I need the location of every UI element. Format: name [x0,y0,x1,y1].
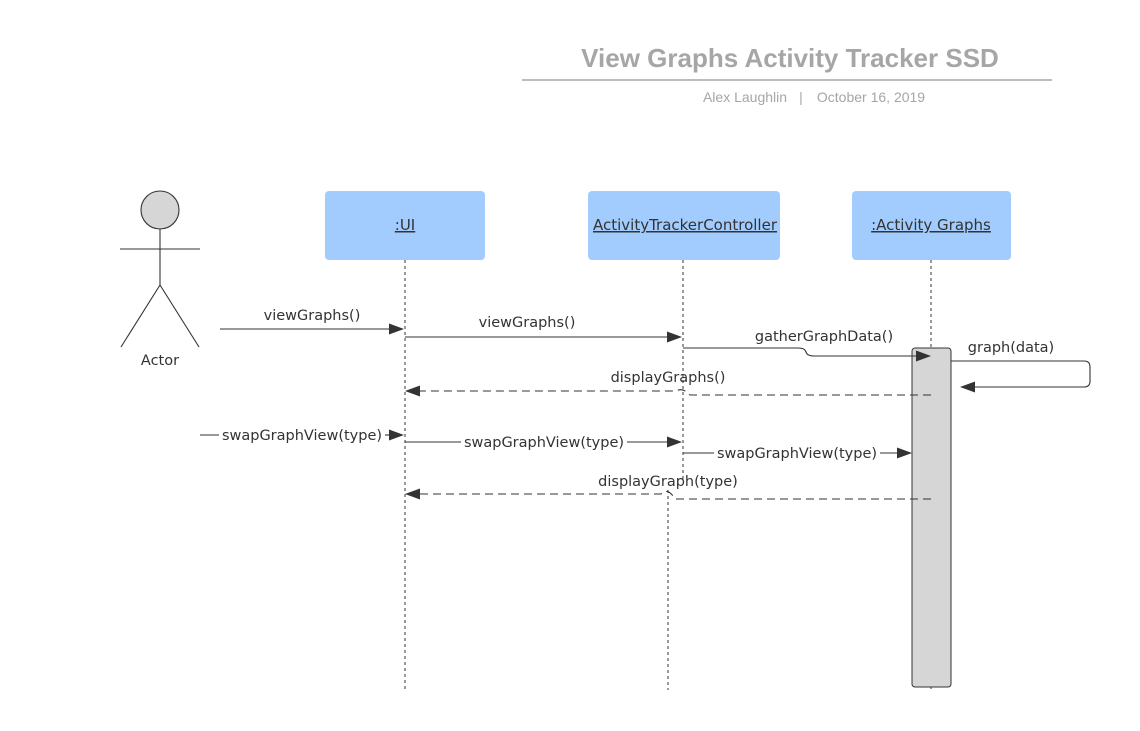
message-label: displayGraphs() [611,370,726,386]
arrowhead [667,331,682,343]
actor-label: Actor [141,353,179,369]
date-text: October 16, 2019 [817,89,925,105]
message-swapgraphview-actor-ui[interactable]: swapGraphView(type) [200,428,404,444]
participant-controller-box[interactable] [588,191,780,260]
message-label: swapGraphView(type) [717,446,877,462]
lifeline-controller [667,260,684,690]
participant-graphs-label: :Activity Graphs [871,216,991,234]
arrowhead [389,429,404,441]
message-swapgraphview-ui-controller[interactable]: swapGraphView(type) [405,435,682,451]
arrowhead [405,385,420,397]
participant-graphs-box[interactable] [852,191,1011,260]
actor-figure[interactable] [120,190,200,348]
actor-right-leg [159,284,200,348]
subtitle-separator: | [799,89,803,105]
message-line [683,347,916,357]
message-displaygraph-return[interactable]: displayGraph(type) [405,474,931,500]
message-label: displayGraph(type) [598,474,738,490]
arrowhead [667,436,682,448]
message-line [951,360,1091,388]
diagram-title: View Graphs Activity Tracker SSD [581,43,999,73]
message-label: viewGraphs() [479,315,576,331]
message-line [420,389,931,396]
message-displaygraphs-return[interactable]: displayGraphs() [405,370,931,397]
author-text: Alex Laughlin [703,89,787,105]
message-label: gatherGraphData() [755,329,893,345]
message-label: swapGraphView(type) [222,428,382,444]
participant-controller-label: ActivityTrackerController [593,216,778,234]
arrowhead [389,323,404,335]
message-graph-data-self[interactable]: graph(data) [951,340,1091,393]
participant-ui-box[interactable] [325,191,485,260]
actor-left-leg [120,284,161,348]
message-swapgraphview-controller-graphs[interactable]: swapGraphView(type) [683,446,912,462]
message-label: swapGraphView(type) [464,435,624,451]
message-gathergraphdata[interactable]: gatherGraphData() [683,329,931,362]
graphs-activation-bar [911,347,952,688]
message-viewgraphs-actor-ui[interactable]: viewGraphs() [220,308,404,335]
arrowhead [916,350,931,362]
arrowhead [897,447,912,459]
arrowhead [960,381,975,393]
message-label: viewGraphs() [264,308,361,324]
participant-ui-label: :UI [395,216,415,234]
message-label: graph(data) [968,340,1054,356]
arrowhead [405,488,420,500]
message-viewgraphs-ui-controller[interactable]: viewGraphs() [405,315,682,343]
message-line [420,490,931,500]
actor-head [140,190,180,230]
